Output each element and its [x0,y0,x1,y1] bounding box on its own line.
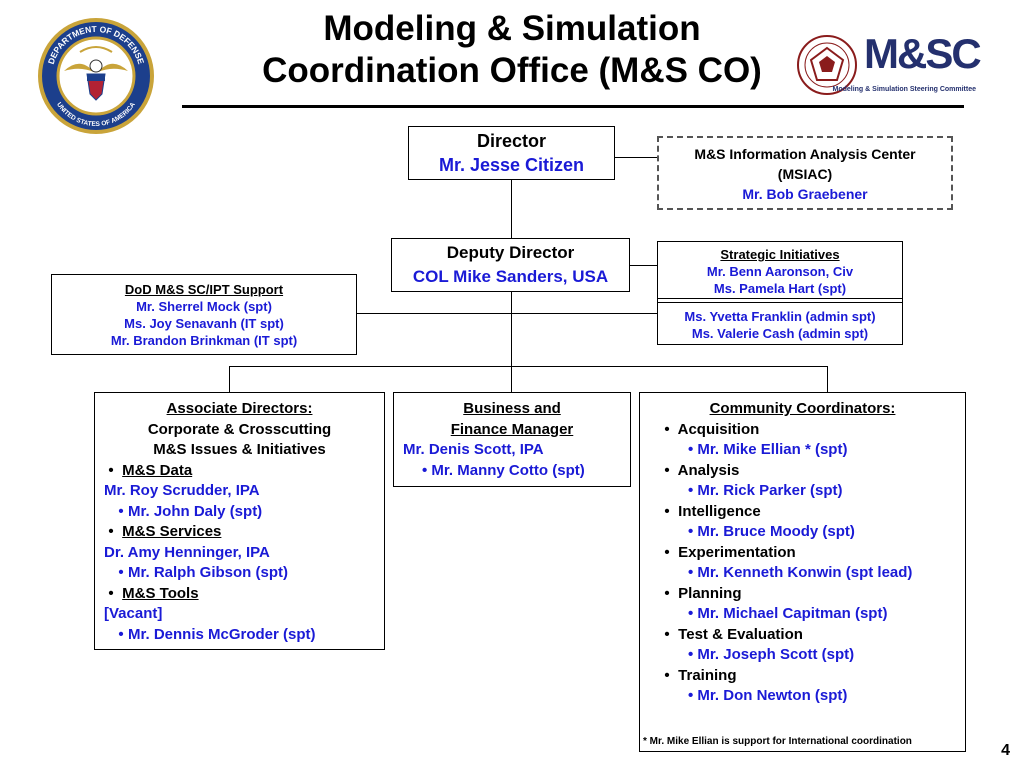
connector-ipt-admin [357,313,657,314]
associate-directors-box: Associate Directors: Corporate & Crosscu… [94,392,385,650]
dod-seal-logo: DEPARTMENT OF DEFENSE UNITED STATES OF A… [38,18,154,134]
community-person: • Mr. Joseph Scott (spt) [688,646,855,663]
business-support: • Mr. Manny Cotto (spt) [422,461,585,479]
community-area: • Acquisition [664,420,760,438]
business-heading: Business and [463,400,561,417]
director-name: Mr. Jesse Citizen [438,155,585,175]
community-area: • Intelligence [664,502,761,520]
deputy-name: COL Mike Sanders, USA [412,267,609,286]
associate-group-lead: [Vacant] [104,605,163,622]
page-number: 4 [1001,742,1010,759]
associate-group-label: • M&S Tools [108,584,199,602]
associate-heading: Associate Directors: [166,400,313,417]
community-person: • Mr. Bruce Moody (spt) [688,523,855,540]
associate-group-label: • M&S Services [108,523,222,540]
associate-group-support: •Mr. John Daly (spt) [118,502,263,520]
strategic-heading: Strategic Initiatives [720,247,840,262]
msiac-box: M&S Information Analysis Center (MSIAC) … [657,136,953,210]
strategic-person: Ms. Pamela Hart (spt) [713,281,847,296]
community-coordinators-box: Community Coordinators: • Acquisition • M… [639,392,966,752]
strategic-initiatives-box: Strategic Initiatives Mr. Benn Aaronson,… [657,241,903,345]
sc-ipt-person: Mr. Brandon Brinkman (IT spt) [110,333,298,348]
business-finance-box: Business and Finance Manager Mr. Denis S… [393,392,631,487]
msiac-line-2: (MSIAC) [777,166,833,182]
title-line-1: Modeling & Simulation [323,9,701,48]
community-area: • Analysis [664,461,740,479]
mssc-caption: Modeling & Simulation Steering Committee [832,86,976,93]
connector-director-msiac [615,157,657,158]
associate-group-label: • M&S Data [108,461,193,479]
associate-subheading: Corporate & Crosscutting [147,420,332,438]
director-box: Director Mr. Jesse Citizen [408,126,615,180]
page-title: Modeling & Simulation Coordination Offic… [0,8,1024,92]
community-person: • Mr. Mike Ellian * (spt) [688,441,848,458]
community-person: • Mr. Rick Parker (spt) [688,482,843,499]
strategic-divider [658,298,902,303]
business-heading: Finance Manager [450,420,574,438]
strategic-person: Mr. Benn Aaronson, Civ [706,264,854,279]
sc-ipt-person: Ms. Joy Senavanh (IT spt) [124,316,284,331]
business-lead: Mr. Denis Scott, IPA [403,441,544,458]
connector-deputy-strategic [630,265,657,266]
msiac-line-1: M&S Information Analysis Center [694,146,916,162]
associate-subheading: M&S Issues & Initiatives [153,441,326,458]
community-area: • Training [664,666,737,684]
community-person: • Mr. Don Newton (spt) [688,687,848,704]
sc-ipt-support-box: DoD M&S SC/IPT Support Mr. Sherrel Mock … [51,274,357,355]
director-title: Director [476,131,547,151]
pentagon-seal-icon [797,35,857,95]
associate-group-lead: Mr. Roy Scrudder, IPA [104,482,260,499]
connector-left-drop [229,366,230,392]
community-area: • Planning [664,584,742,602]
title-line-2: Coordination Office (M&S CO) [262,51,762,90]
mssc-wordmark: M&SC [864,30,982,77]
sc-ipt-person: Mr. Sherrel Mock (spt) [136,299,272,314]
community-footnote: * Mr. Mike Ellian is support for Interna… [643,736,912,747]
admin-person: Ms. Valerie Cash (admin spt) [691,326,869,341]
connector-right-drop [827,366,828,392]
associate-group-lead: Dr. Amy Henninger, IPA [104,543,270,561]
connector-horizontal-bottom [229,366,828,367]
associate-group-support: •Mr. Ralph Gibson (spt) [118,564,288,581]
deputy-director-box: Deputy Director COL Mike Sanders, USA [391,238,630,292]
community-person: • Mr. Kenneth Konwin (spt lead) [688,564,913,581]
msiac-name: Mr. Bob Graebener [742,186,868,202]
community-area: • Test & Evaluation [664,625,803,643]
community-person: • Mr. Michael Capitman (spt) [688,605,888,622]
mssc-logo: M&SC Modeling & Simulation Steering Comm… [796,30,982,100]
deputy-title: Deputy Director [446,243,575,262]
sc-ipt-heading: DoD M&S SC/IPT Support [124,282,284,297]
admin-person: Ms. Yvetta Franklin (admin spt) [684,309,876,324]
community-area: • Experimentation [664,543,796,561]
community-heading: Community Coordinators: [709,400,896,417]
associate-group-support: •Mr. Dennis McGroder (spt) [118,625,316,643]
title-rule [182,105,964,108]
